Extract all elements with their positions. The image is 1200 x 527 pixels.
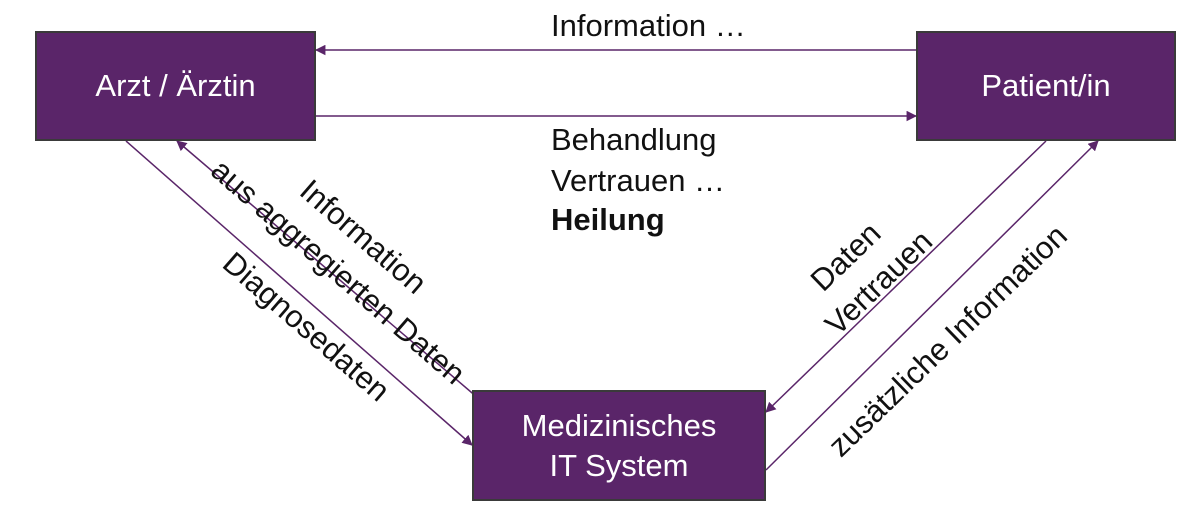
label-vertrauen: Vertrauen … xyxy=(551,163,726,198)
arrow-patient-to-it xyxy=(765,140,1047,413)
arrow-it-to-patient xyxy=(765,140,1099,471)
arrow-it-to-arzt xyxy=(176,140,479,399)
node-patient: Patient/in xyxy=(916,31,1176,141)
label-top-information: Information … xyxy=(551,8,746,43)
node-it-system: Medizinisches IT System xyxy=(472,390,766,501)
node-it-system-line2: IT System xyxy=(549,447,689,483)
node-arzt: Arzt / Ärztin xyxy=(35,31,316,141)
node-it-system-line1: Medizinisches xyxy=(521,407,717,443)
node-patient-label: Patient/in xyxy=(981,68,1111,103)
label-heilung: Heilung xyxy=(551,202,665,237)
node-arzt-label: Arzt / Ärztin xyxy=(95,68,256,103)
arrow-arzt-to-it xyxy=(125,140,473,446)
label-behandlung: Behandlung xyxy=(551,122,717,157)
